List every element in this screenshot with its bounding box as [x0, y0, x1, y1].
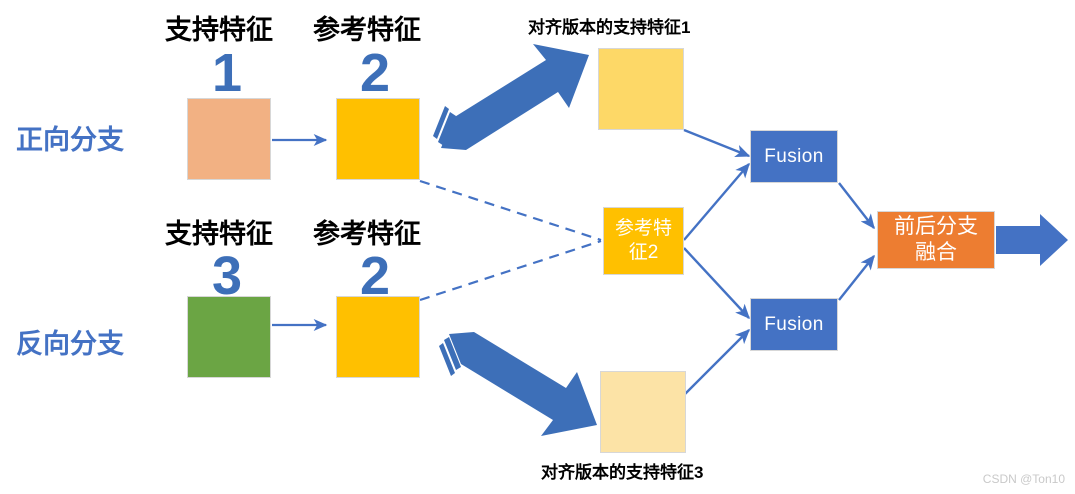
merge-line-1: 前后分支 [894, 215, 978, 239]
number-reference-backward: 2 [360, 246, 391, 306]
box-aligned-support-feature-3[interactable] [600, 371, 686, 453]
central-reference-line-1: 参考特 [614, 218, 672, 240]
box-support-feature-3[interactable] [187, 296, 271, 378]
caption-aligned-support-feature-1: 对齐版本的支持特征1 [528, 18, 691, 37]
box-reference-feature-2-backward[interactable] [336, 296, 420, 378]
box-front-back-branch-merge[interactable]: 前后分支 融合 [877, 211, 995, 269]
arrow-aligned1-to-fusion-top [683, 128, 751, 158]
header-reference-feature-backward: 参考特征 [313, 219, 421, 249]
box-support-feature-1[interactable] [187, 98, 271, 180]
arrow-reference-to-fusion-bottom [683, 247, 750, 320]
number-reference-forward: 2 [360, 43, 391, 103]
box-aligned-support-feature-1[interactable] [598, 48, 684, 130]
block-arrow-backward [439, 332, 597, 436]
arrow-aligned3-to-fusion-bottom [683, 328, 751, 396]
box-fusion-top[interactable]: Fusion [750, 130, 838, 183]
branch-label-backward: 反向分支 [16, 329, 124, 359]
watermark-text: CSDN @Ton10 [982, 472, 1065, 486]
arrow-fusion-top-to-merge [838, 182, 875, 230]
block-arrow-output [996, 214, 1068, 266]
box-central-reference-feature[interactable]: 参考特 征2 [603, 207, 684, 275]
central-reference-line-2: 征2 [628, 242, 659, 263]
header-reference-feature-forward: 参考特征 [313, 15, 421, 45]
fusion-bottom-label: Fusion [764, 313, 824, 335]
arrow-reference-to-fusion-top [683, 162, 750, 241]
branch-label-forward: 正向分支 [16, 125, 124, 155]
block-arrow-forward [433, 44, 589, 150]
caption-aligned-support-feature-3: 对齐版本的支持特征3 [541, 463, 704, 482]
box-fusion-bottom[interactable]: Fusion [750, 298, 838, 351]
number-support-forward: 1 [212, 43, 243, 103]
fusion-top-label: Fusion [764, 145, 824, 167]
header-support-feature-backward: 支持特征 [165, 219, 273, 249]
header-support-feature-forward: 支持特征 [165, 15, 273, 45]
arrow-fusion-bottom-to-merge [838, 254, 875, 301]
dashed-link-top-reference [419, 179, 602, 242]
merge-line-2: 融合 [915, 241, 957, 264]
box-reference-feature-2-forward[interactable] [336, 98, 420, 180]
number-support-backward: 3 [212, 246, 243, 306]
dashed-link-bottom-reference [419, 239, 602, 302]
